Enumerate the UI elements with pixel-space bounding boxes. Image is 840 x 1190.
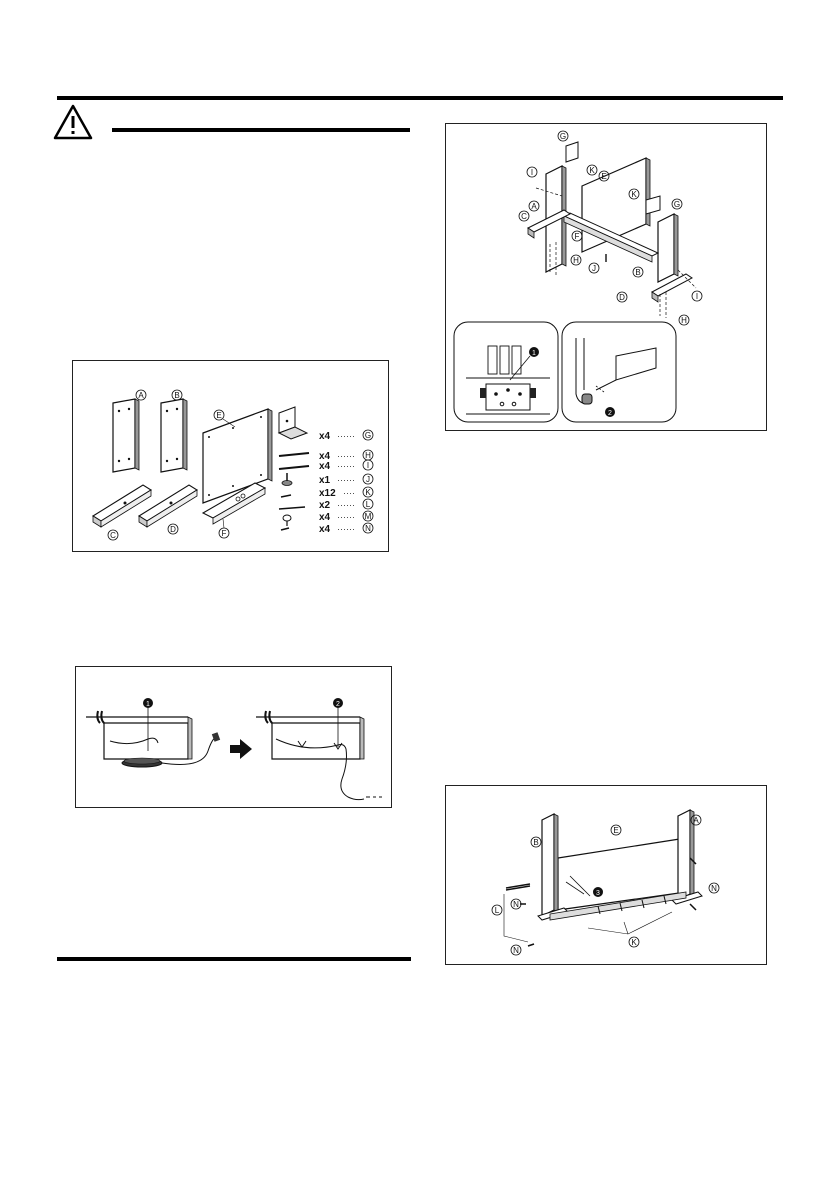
frame-assembled-illustration (503, 809, 703, 947)
qty-j: x1 (319, 475, 331, 486)
label-f: F (222, 529, 227, 538)
label-f: F (575, 232, 580, 241)
label-i-right: I (696, 292, 698, 301)
assembly-1-labels: G I K E K G A C F H J B I D (518, 130, 703, 326)
cable-step-2: 2 (336, 701, 340, 708)
code-j: J (366, 475, 370, 484)
rail-f (201, 482, 267, 525)
qty-n: x4 (319, 524, 331, 535)
qty-l: x2 (319, 500, 331, 511)
label-n-right: N (711, 884, 717, 893)
dots-h: ······ (337, 451, 355, 461)
label-e: E (613, 826, 618, 835)
label-d: D (170, 525, 176, 534)
caution-heading-rule (112, 128, 410, 132)
label-b: B (635, 268, 640, 277)
label-k-top: K (589, 166, 595, 175)
label-d: D (619, 293, 625, 302)
label-e: E (601, 172, 606, 181)
label-k: K (631, 938, 637, 947)
label-b: B (533, 838, 538, 847)
label-b: B (174, 391, 179, 400)
leg-d (137, 484, 199, 528)
label-i-left: I (531, 168, 533, 177)
top-rule (57, 96, 783, 100)
dots-j: ······ (337, 475, 355, 485)
back-panel-e (202, 408, 273, 504)
detail-inset-bracket: 1 (453, 321, 559, 423)
label-j: J (592, 264, 596, 273)
side-panel-b (160, 398, 188, 473)
dots-l: ······ (337, 500, 355, 510)
label-n-left: N (513, 900, 519, 909)
code-l: L (366, 500, 371, 509)
cable-figure: 1 2 (75, 666, 392, 808)
parts-figure: A B E C (72, 360, 389, 552)
label-a: A (693, 816, 699, 825)
label-h-right: H (681, 316, 687, 325)
label-h-left: H (573, 256, 579, 265)
detail-inset-foot: 2 (561, 321, 677, 423)
label-c: C (521, 212, 527, 221)
arrow-icon (230, 739, 252, 759)
label-g-top: G (560, 132, 566, 141)
qty-g: x4 (319, 431, 331, 442)
assembly-figure-2: B E A N N L N K 3 (445, 785, 767, 965)
label-g-right: G (674, 200, 680, 209)
code-k: K (365, 488, 371, 497)
dots-k: ···· (343, 488, 355, 498)
cable-step-1: 1 (146, 701, 150, 708)
detail-step-1: 1 (532, 350, 536, 357)
dots-i: ······ (337, 461, 355, 471)
leg-c (91, 484, 153, 528)
detail-step-2: 2 (608, 410, 612, 417)
assembly-figure-1: G I K E K G A C F H J B I D (445, 123, 767, 431)
label-l: L (495, 906, 500, 915)
cable-after-illustration: 2 (256, 698, 382, 801)
code-m: M (365, 512, 372, 521)
code-n: N (365, 524, 371, 533)
warning-icon (53, 104, 93, 140)
qty-m: x4 (319, 512, 331, 523)
label-c: C (110, 531, 116, 540)
assembly-step-3: 3 (596, 890, 600, 897)
qty-i: x4 (319, 461, 331, 472)
label-e: E (216, 411, 221, 420)
section-end-rule (57, 957, 411, 961)
qty-k: x12 (319, 488, 336, 499)
cable-before-illustration: 1 (86, 698, 221, 768)
label-n-bottom: N (513, 946, 519, 955)
code-g: G (365, 431, 371, 440)
label-a: A (138, 391, 144, 400)
assembly-2-labels: B E A N N L N K 3 (491, 814, 720, 956)
side-panel-a (112, 398, 140, 473)
label-k-right: K (631, 190, 637, 199)
hardware-list: x4 ······ G x4 ······ H x4 ······ I x1 ·… (319, 429, 374, 535)
bracket-g (277, 406, 309, 440)
code-i: I (367, 461, 369, 470)
dots-m: ······ (337, 512, 355, 522)
dots-n: ······ (337, 524, 355, 534)
dots-g: ······ (337, 431, 355, 441)
code-h: H (365, 451, 371, 460)
frame-exploded-illustration (527, 141, 697, 318)
label-a: A (531, 202, 537, 211)
qty-h: x4 (319, 451, 331, 462)
hardware-icons (278, 452, 310, 531)
